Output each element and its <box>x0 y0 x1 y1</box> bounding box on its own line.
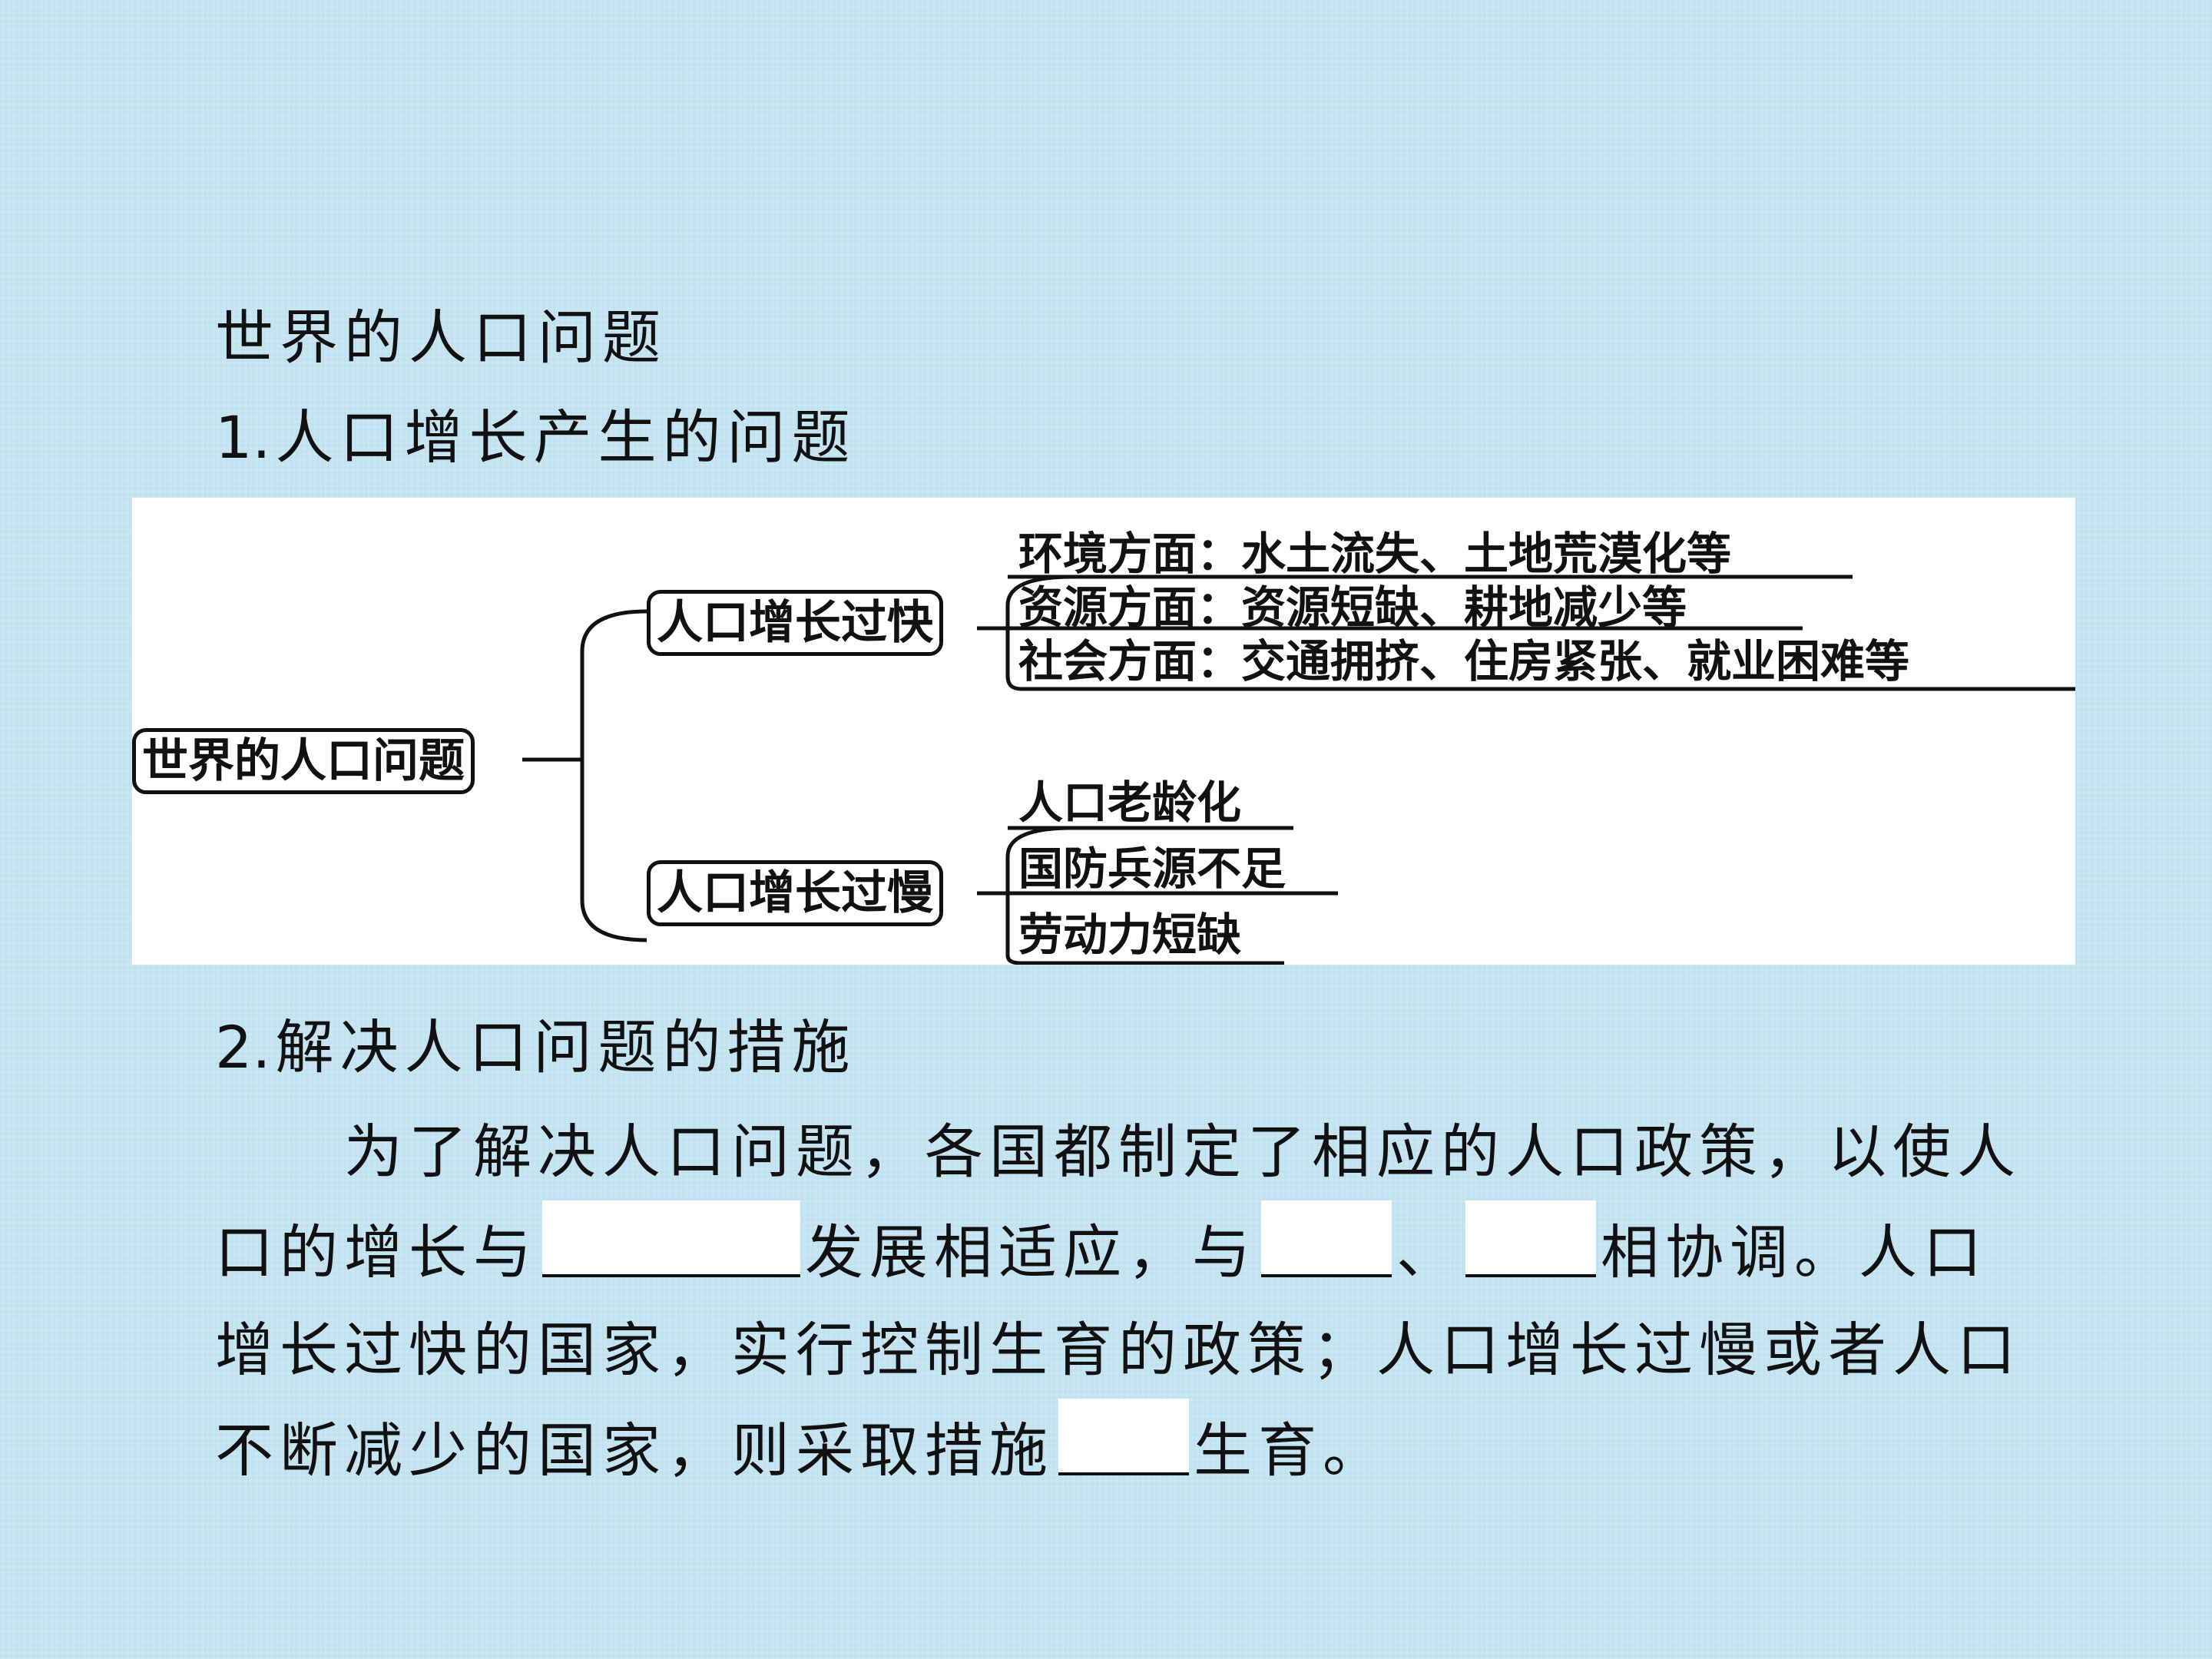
mind-map: 世界的人口问题 人口增长过快 人口增长过慢 环境方面：水土流失、土地荒漠化等 资… <box>132 498 2075 965</box>
section-1-text: 人口增长产生的问题 <box>275 403 856 472</box>
fast-item-resources: 资源方面：资源短缺、耕地减少等 <box>1018 581 1687 634</box>
slow-item-military: 国防兵源不足 <box>1018 843 1286 895</box>
section-2-number: 2. <box>215 1013 271 1081</box>
measures-paragraph: 为了解决人口问题，各国都制定了相应的人口政策，以使人口的增长与发展相适应，与 、相… <box>215 1103 2035 1499</box>
paragraph-part-b: 发展相适应，与 <box>805 1218 1257 1286</box>
fast-item-environment: 环境方面：水土流失、土地荒漠化等 <box>1018 528 1732 580</box>
section-1-number: 1. <box>215 403 271 472</box>
slow-growth-node: 人口增长过慢 <box>647 860 943 926</box>
answer-blank-4[interactable] <box>1058 1399 1189 1475</box>
section-2-title: 2.解决人口问题的措施 <box>215 1018 856 1077</box>
section-1-title: 1.人口增长产生的问题 <box>215 409 856 467</box>
fast-growth-node: 人口增长过快 <box>647 590 943 656</box>
root-node: 世界的人口问题 <box>132 728 475 794</box>
slow-item-aging: 人口老龄化 <box>1018 777 1242 829</box>
answer-blank-2[interactable] <box>1261 1200 1392 1277</box>
paragraph-part-c: 、 <box>1396 1218 1461 1286</box>
mind-map-connectors <box>522 575 2075 965</box>
paragraph-part-d: 相协调。人口增长过快的国家，实行控制生育的政策；人口增长过慢或者人口不断减少的国… <box>215 1218 2022 1485</box>
fast-brace <box>1005 575 2075 691</box>
heading: 世界的人口问题 <box>215 303 667 372</box>
paragraph-part-e: 生育。 <box>1194 1416 1387 1485</box>
section-2-text: 解决人口问题的措施 <box>275 1013 856 1081</box>
main-brace <box>580 609 647 942</box>
paragraph-part-a: 为了解决人口问题，各国都制定了相应的人口政策，以使人口的增长与 <box>215 1118 2022 1286</box>
slow-item-labor: 劳动力短缺 <box>1018 909 1242 961</box>
answer-blank-3[interactable] <box>1465 1200 1596 1277</box>
answer-blank-1[interactable] <box>542 1200 800 1277</box>
slow-brace <box>1005 826 1284 965</box>
fast-item-society: 社会方面：交通拥挤、住房紧张、就业困难等 <box>1018 635 1910 687</box>
